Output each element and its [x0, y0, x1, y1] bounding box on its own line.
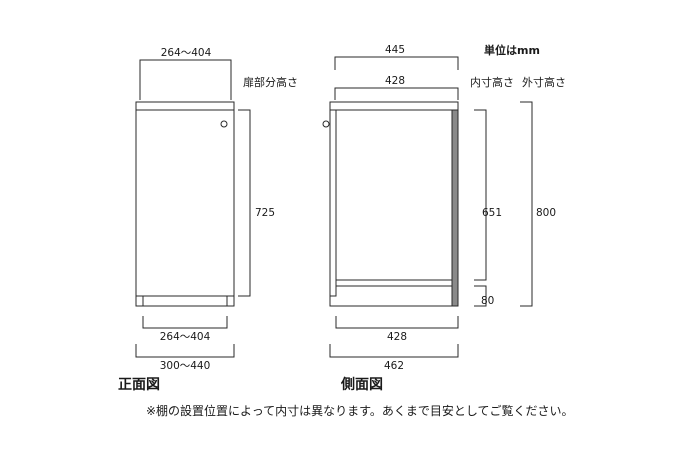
- front-cabinet-body: [135, 101, 235, 307]
- side-outer-top-dim-value: 445: [385, 44, 405, 56]
- side-bottom-outer-dim-value: 462: [384, 360, 404, 372]
- front-top-dim-value: 264～404: [161, 47, 212, 59]
- front-view: 264～404 725 扉部分高さ 264～404 300～440 正面図: [118, 47, 298, 393]
- side-inner-top-dim-value: 428: [385, 75, 405, 87]
- side-outer-top-dimension-line: [334, 56, 459, 70]
- front-bottom-outer-dimension-line: [135, 344, 235, 358]
- front-bottom-inner-dim-value: 264～404: [160, 331, 211, 343]
- inner-height-label: 内寸高さ: [470, 75, 514, 89]
- side-bottom-outer-dimension-line: [329, 344, 459, 358]
- unit-label: 単位はmm: [484, 43, 540, 57]
- footnote: ※棚の設置位置によって内寸は異なります。あくまで目安としてご覧ください。: [146, 403, 574, 418]
- side-view-title: 側面図: [340, 376, 383, 393]
- front-top-dimension-line: [139, 59, 232, 100]
- side-inner-top-dimension-line: [334, 87, 459, 100]
- front-bottom-inner-dimension-line: [142, 316, 228, 329]
- door-knob-icon: [220, 120, 228, 128]
- side-base-dim-value: 80: [481, 295, 494, 307]
- side-door-knob-icon: [322, 120, 330, 128]
- door-height-label: 扉部分高さ: [243, 75, 298, 89]
- side-base-dimension-line: [474, 285, 487, 307]
- side-inner-height-dim-value: 651: [482, 207, 502, 219]
- side-outer-height-dimension-line: [520, 101, 533, 307]
- front-height-dimension-line: [238, 109, 251, 297]
- side-inner-height-dimension-line: [474, 109, 487, 281]
- side-bottom-inner-dimension-line: [335, 316, 459, 329]
- side-outer-height-dim-value: 800: [536, 207, 556, 219]
- side-view: 単位はmm 445 428 内寸高さ 外寸高さ 651 80 800 428: [322, 43, 566, 393]
- outer-height-label: 外寸高さ: [522, 75, 566, 89]
- side-back-panel: [451, 109, 459, 307]
- side-bottom-inner-dim-value: 428: [387, 331, 407, 343]
- side-cabinet-body: [329, 101, 459, 307]
- front-bottom-outer-dim-value: 300～440: [160, 360, 211, 372]
- front-view-title: 正面図: [118, 377, 160, 393]
- front-height-dim-value: 725: [255, 207, 275, 219]
- side-left-wall: [329, 109, 337, 297]
